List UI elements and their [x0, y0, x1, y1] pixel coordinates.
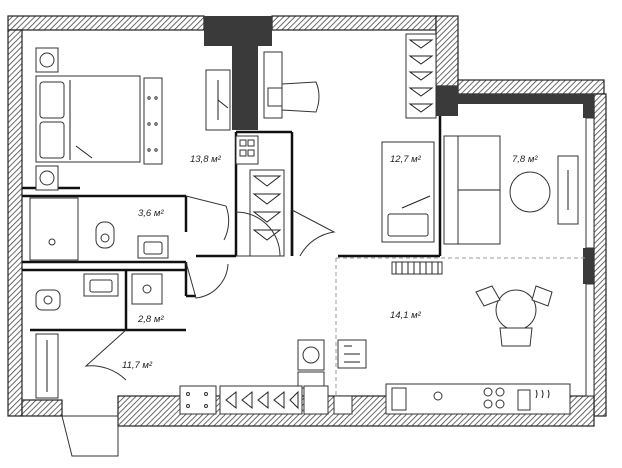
room-area-label: 13,8 м² — [190, 154, 222, 165]
door-bedroom2 — [291, 209, 336, 257]
desk-chair — [263, 51, 320, 119]
room-area-label: 11,7 м² — [122, 360, 153, 371]
radiator-living — [391, 261, 443, 275]
sink-wc — [83, 273, 119, 297]
door-entrance — [61, 415, 119, 457]
toilet-wc — [35, 289, 61, 311]
interior-walls — [204, 16, 595, 397]
bathtub — [29, 197, 79, 261]
sofa — [443, 135, 501, 245]
radiator-small — [235, 135, 259, 165]
tv-stand-right — [557, 155, 579, 225]
door-wc — [185, 261, 229, 299]
door-bedroom1 — [235, 211, 281, 257]
appliance-stack — [297, 339, 367, 389]
sink-bathroom — [137, 235, 169, 259]
bed-single — [381, 141, 435, 243]
door-hall — [84, 329, 127, 381]
room-area-label: 3,6 м² — [138, 208, 164, 219]
room-area-label: 7,8 м² — [512, 154, 538, 165]
kitchen-counter — [385, 383, 571, 415]
tv-stand-bedroom — [205, 69, 231, 131]
round-table — [509, 171, 551, 213]
nightstand-bottom — [35, 165, 59, 191]
hall-wardrobe — [35, 333, 59, 399]
washing-machine — [131, 273, 163, 305]
bed-double — [35, 75, 141, 163]
dining-table-set — [475, 285, 553, 347]
room-area-label: 12,7 м² — [390, 154, 422, 165]
hall-cabinets — [179, 385, 353, 415]
toilet-bathroom — [95, 221, 115, 249]
doors — [61, 195, 336, 457]
door-bathroom — [185, 195, 230, 241]
room-area-label: 14,1 м² — [390, 310, 422, 321]
room-area-label: 2,8 м² — [137, 314, 164, 325]
nightstand-top — [35, 47, 59, 73]
wardrobe-bedroom — [143, 77, 163, 165]
closet-shelves-right — [405, 33, 437, 119]
closet-shelves-left — [249, 169, 285, 257]
